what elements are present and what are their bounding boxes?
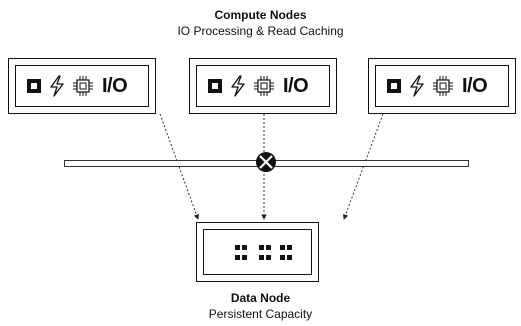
cpu-chip-icon (253, 75, 275, 97)
data-node (196, 222, 319, 282)
io-label: I/O (462, 74, 488, 97)
lightning-bolt-icon (229, 75, 247, 97)
compute-nodes-title: Compute Nodes (214, 8, 307, 22)
compute-node-1: I/O (8, 58, 156, 114)
cpu-chip-icon (72, 75, 94, 97)
compute-node-2: I/O (189, 58, 337, 114)
connector-left (159, 113, 200, 220)
square-stop-icon (207, 78, 223, 94)
compute-nodes-subtitle: IO Processing & Read Caching (177, 24, 344, 38)
storage-dots-icon (235, 245, 292, 260)
square-stop-icon (386, 78, 402, 94)
lightning-bolt-icon (48, 75, 66, 97)
square-stop-icon (26, 78, 42, 94)
compute-node-3: I/O (368, 58, 516, 114)
io-label: I/O (283, 74, 309, 97)
lightning-bolt-icon (408, 75, 426, 97)
cpu-chip-icon (432, 75, 454, 97)
data-node-subtitle: Persistent Capacity (208, 307, 313, 321)
io-label: I/O (102, 74, 128, 97)
data-node-title: Data Node (230, 291, 291, 305)
switch-cross-icon (256, 152, 276, 172)
